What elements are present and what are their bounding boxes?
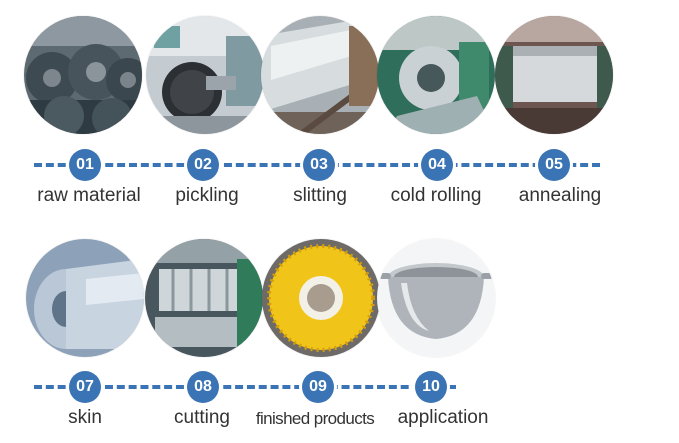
step-label-application: application <box>397 407 489 428</box>
step-badge-02: 02 <box>187 149 219 181</box>
step-badge-03: 03 <box>303 149 335 181</box>
step-label-slitting: slitting <box>293 185 347 206</box>
photo-cutting <box>145 239 263 357</box>
photo-annealing <box>495 16 613 134</box>
photo-pickling <box>146 16 264 134</box>
step-label-skin: skin <box>68 407 102 428</box>
step-label-annealing: annealing <box>518 185 602 206</box>
step-label-cold-rolling: cold rolling <box>390 185 482 206</box>
step-badge-01: 01 <box>69 149 101 181</box>
step-badge-08: 08 <box>187 371 219 403</box>
step-label-pickling: pickling <box>175 185 239 206</box>
step-label-finished-products: finished products <box>255 409 375 428</box>
photo-application <box>377 239 495 357</box>
timeline-row2 <box>34 385 456 389</box>
step-badge-10: 10 <box>415 371 447 403</box>
step-label-cutting: cutting <box>174 407 230 428</box>
step-badge-07: 07 <box>69 371 101 403</box>
step-badge-05: 05 <box>538 149 570 181</box>
step-badge-04: 04 <box>421 149 453 181</box>
photo-cold-rolling <box>377 16 495 134</box>
step-label-raw-material: raw material <box>37 185 141 206</box>
step-badge-09: 09 <box>302 371 334 403</box>
photo-skin <box>26 239 144 357</box>
photo-slitting <box>261 16 379 134</box>
photo-finished-products <box>262 239 380 357</box>
photo-raw-material <box>24 16 142 134</box>
